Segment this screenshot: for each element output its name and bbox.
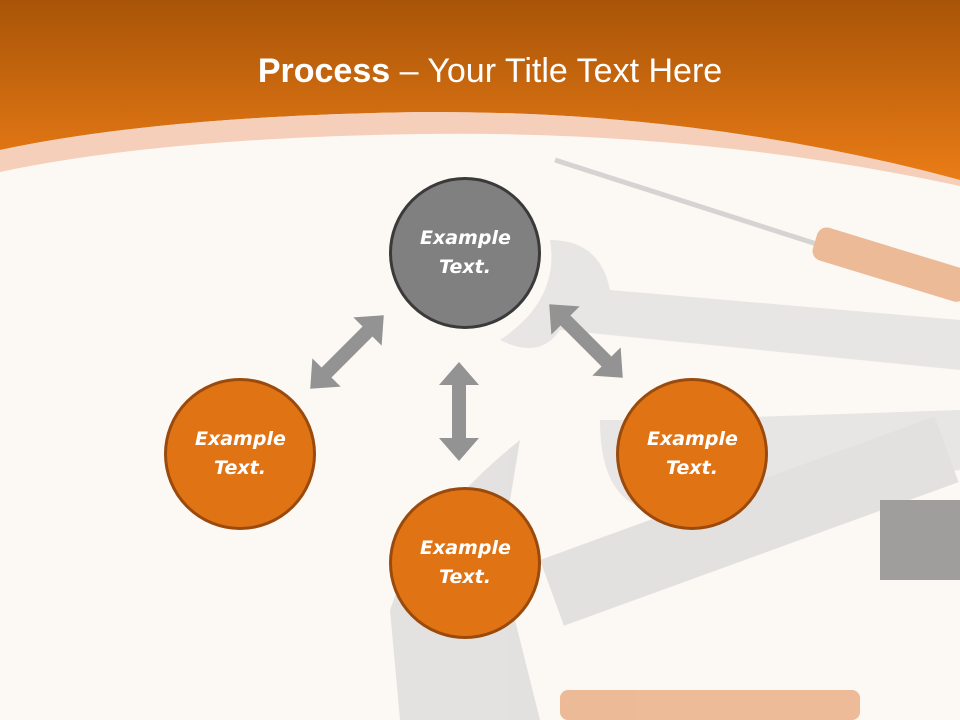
double-arrow-vertical: [439, 362, 479, 461]
slide-title: Process – Your Title Text Here: [0, 52, 960, 91]
process-node-right: Example Text.: [616, 378, 768, 530]
title-rest: – Your Title Text Here: [390, 52, 723, 90]
header-band: [0, 0, 960, 180]
double-arrow-right-diagonal: [549, 304, 623, 378]
title-bold: Process: [257, 52, 391, 90]
process-node-left: Example Text.: [164, 378, 316, 530]
process-node-bottom: Example Text.: [389, 487, 541, 639]
double-arrow-left-diagonal: [310, 315, 384, 389]
process-node-top: Example Text.: [389, 177, 541, 329]
